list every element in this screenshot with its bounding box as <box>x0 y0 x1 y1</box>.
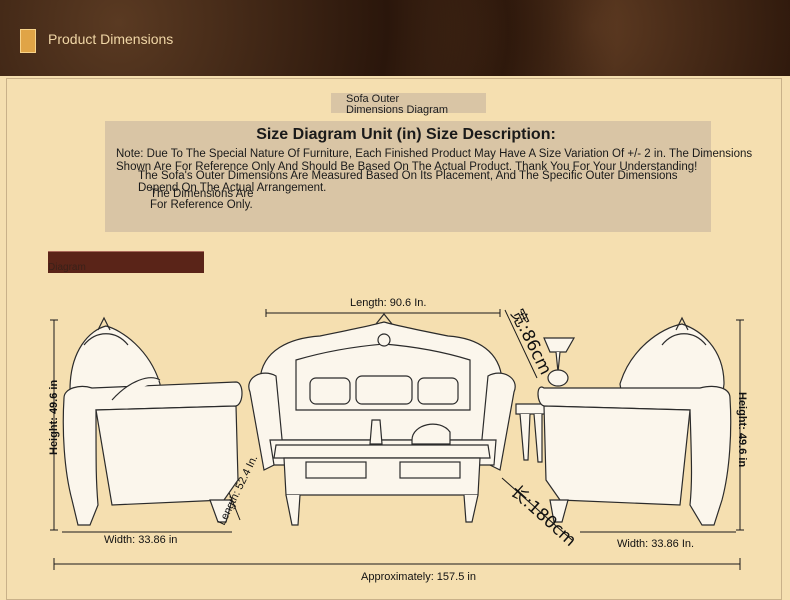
overlay-text-4: For Reference Only. <box>150 199 253 211</box>
total-length-label: Approximately: 157.5 in <box>361 571 476 583</box>
height-right-label: Height: 49.6 in <box>736 392 748 468</box>
description-title: Size Diagram Unit (in) Size Description: <box>256 126 556 143</box>
width-left-label: Width: 33.86 in <box>104 534 178 546</box>
diagram-tag-text: Diagram <box>48 262 86 273</box>
width-right-label: Width: 33.86 In. <box>617 538 695 550</box>
diagram-tag-bar <box>48 251 204 273</box>
description-note: Note: Due To The Special Nature Of Furni… <box>116 148 753 173</box>
length-cn-dimension-line <box>501 477 573 541</box>
height-left-label: Height: 49.6 in <box>48 379 60 455</box>
width-cn-dimension-line <box>504 309 538 379</box>
right-armchair <box>537 316 732 526</box>
caption-box <box>331 93 486 113</box>
caption-line-1: Sofa Outer <box>346 93 400 105</box>
overlay-text-1: The Sofa's Outer Dimensions Are Measured… <box>138 170 678 182</box>
section-marker <box>20 29 36 53</box>
overlay-text-2: The Dimensions Are <box>150 188 254 200</box>
length-label: Length: 90.6 In. <box>350 297 427 309</box>
description-box <box>105 121 711 232</box>
header-banner: Product Dimensions <box>0 0 790 76</box>
coffee-table <box>273 419 491 526</box>
left-armchair <box>62 316 243 526</box>
overlay-text-3: Depend On The Actual Arrangement. <box>138 182 327 194</box>
section-title: Product Dimensions <box>48 31 174 47</box>
caption-line-2: Dimensions Diagram <box>346 104 449 116</box>
side-table-with-lamp <box>515 337 576 463</box>
